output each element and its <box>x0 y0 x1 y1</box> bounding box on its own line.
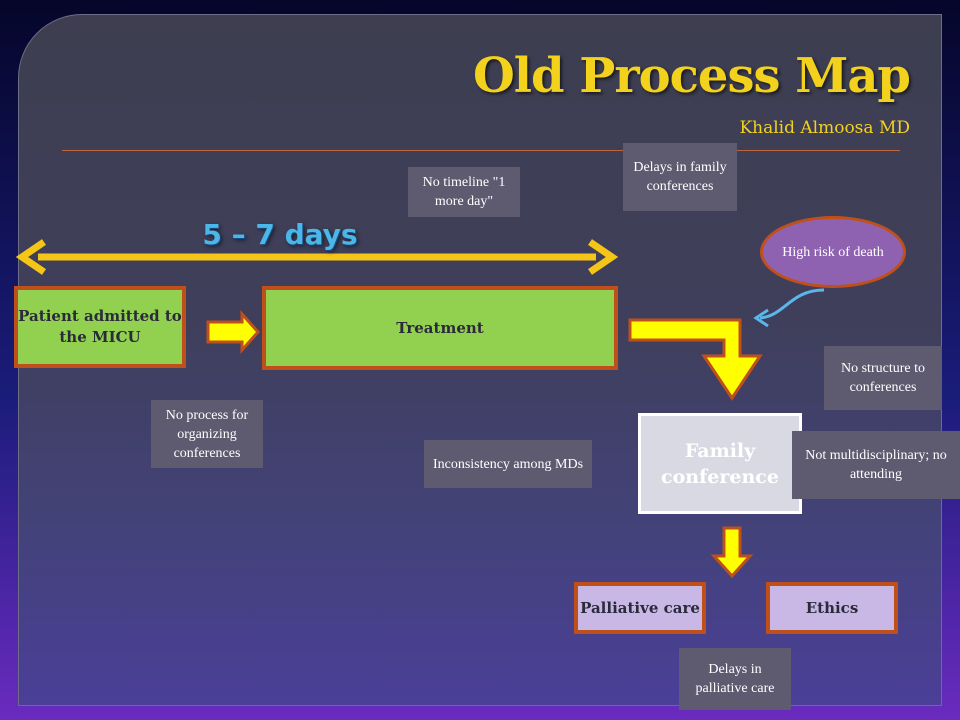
note-no-process: No process for organizing conferences <box>151 400 263 468</box>
note-delays-family: Delays in family conferences <box>623 143 737 211</box>
note-inconsistency: Inconsistency among MDs <box>424 440 592 488</box>
arrow-patient-to-treatment <box>206 310 261 354</box>
note-delays-palliative: Delays in palliative care <box>679 648 791 710</box>
note-not-multidisciplinary: Not multidisciplinary; no attending <box>792 431 960 499</box>
note-no-structure: No structure to conferences <box>824 346 942 410</box>
family-conference-box: Family conference <box>638 413 802 514</box>
ethics-box: Ethics <box>766 582 898 634</box>
arrow-treatment-to-family <box>628 318 763 401</box>
treatment-box: Treatment <box>262 286 618 370</box>
palliative-care-box: Palliative care <box>574 582 706 634</box>
arrow-high-risk-to-flow <box>759 288 825 320</box>
patient-admitted-box: Patient admitted to the MICU <box>14 286 186 368</box>
slide-subtitle: Khalid Almoosa MD <box>739 118 910 138</box>
title-divider <box>62 150 900 151</box>
duration-label: 5 – 7 days <box>202 218 358 251</box>
slide-title: Old Process Map <box>472 48 911 104</box>
duration-double-arrow <box>15 239 619 275</box>
note-no-timeline: No timeline "1 more day" <box>408 167 520 217</box>
high-risk-oval: High risk of death <box>760 216 906 288</box>
arrow-family-to-outcomes <box>710 526 754 579</box>
